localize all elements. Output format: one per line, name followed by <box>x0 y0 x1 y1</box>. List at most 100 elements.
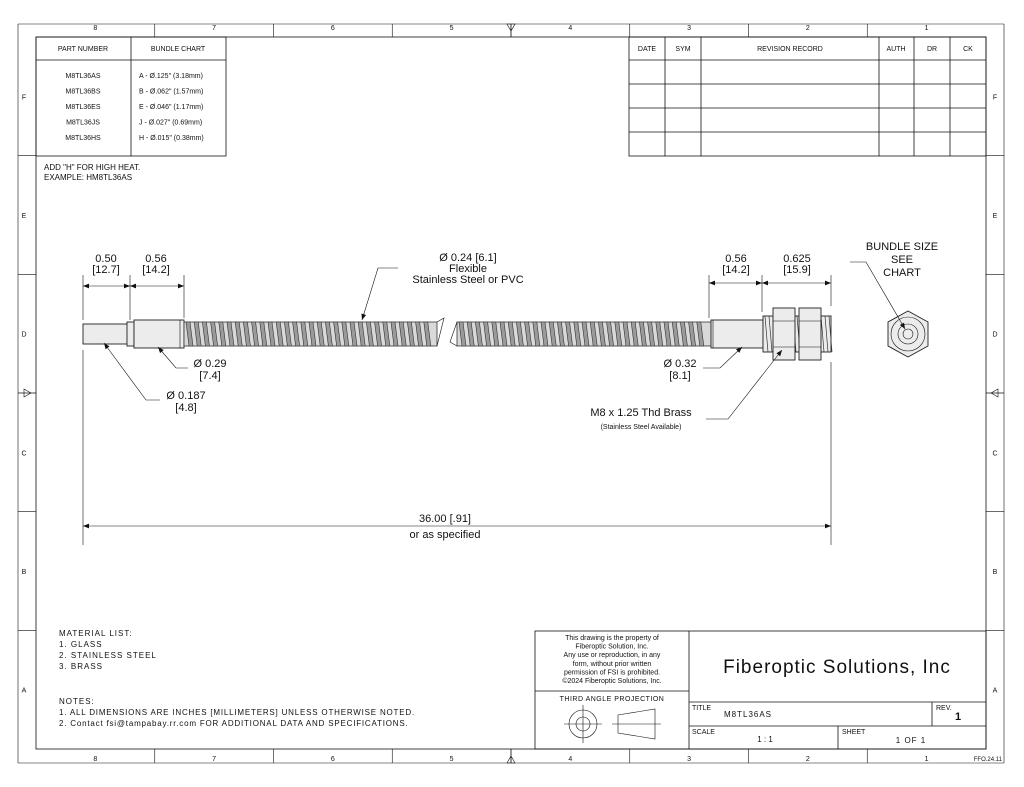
tip-collar <box>126 321 135 347</box>
property-notice-line: permission of FSI is prohibited. <box>564 669 660 676</box>
dim-tip-inch: 0.50 <box>95 253 116 265</box>
bundle-table-header-chart: BUNDLE CHART <box>151 46 206 53</box>
bundle-size-label-2: SEE <box>891 254 913 266</box>
material-item: 3. BRASS <box>59 662 103 671</box>
zone-row-label: D <box>992 332 997 339</box>
bundle-table-header-part: PART NUMBER <box>58 46 108 53</box>
company-name: Fiberoptic Solutions, Inc <box>723 657 951 678</box>
form-code: FFO.24.11 <box>974 757 1003 763</box>
zone-column-label: 8 <box>93 756 97 763</box>
property-notice-line: form, without prior written <box>573 661 652 668</box>
third-angle-projection-symbol <box>564 705 661 743</box>
bundle-end <box>902 328 914 340</box>
glass-tip <box>82 323 131 345</box>
bundle-size-label-1: BUNDLE SIZE <box>866 241 938 253</box>
thread-spec: M8 x 1.25 Thd Brass <box>590 407 692 419</box>
dim-overall-note: or as specified <box>410 529 481 541</box>
material-item: 1. GLASS <box>59 640 103 649</box>
zone-row-label: F <box>993 94 997 101</box>
bundle-size: J - Ø.027" (0.69mm) <box>139 120 202 127</box>
title-block: This drawing is the property of Fiberopti… <box>534 630 987 750</box>
zone-column-label: 3 <box>687 25 691 32</box>
dim-nut-inch: 0.625 <box>783 253 811 265</box>
dimensions: 0.50 [12.7] 0.56 [14.2] Ø 0.24 [6.1] Fle… <box>82 241 938 545</box>
dim-tip-dia-inch: Ø 0.187 <box>166 390 205 402</box>
title-label: TITLE <box>692 705 711 712</box>
zone-row-label: E <box>22 213 27 220</box>
property-notice-line: ©2024 Fiberoptic Solutions, Inc. <box>562 677 661 685</box>
zone-column-label: 4 <box>568 756 572 763</box>
zone-row-label: C <box>21 450 26 457</box>
bundle-part-number: M8TL36ES <box>65 104 100 111</box>
scale-value: 1 : 1 <box>757 735 773 744</box>
zone-row-label: C <box>992 450 997 457</box>
high-heat-note-2: EXAMPLE: HM8TL36AS <box>44 173 132 182</box>
property-notice-line: Fiberoptic Solution, Inc. <box>575 644 648 651</box>
rev-header-ck: CK <box>963 46 973 53</box>
thread-spec-note: (Stainless Steel Available) <box>601 424 682 431</box>
dim-nut-mm: [15.9] <box>783 264 811 276</box>
dim-tip-mm: [12.7] <box>92 264 120 276</box>
rev-header-sym: SYM <box>675 46 690 53</box>
bundle-size: A - Ø.125" (3.18mm) <box>139 73 203 80</box>
material-title: MATERIAL LIST: <box>59 629 133 638</box>
zone-column-label: 6 <box>331 756 335 763</box>
bundle-size: H - Ø.015" (0.38mm) <box>139 135 204 142</box>
rev-value: 1 <box>955 711 961 723</box>
zone-row-label: B <box>993 569 998 576</box>
dim-left-ferrule-mm: [14.2] <box>142 264 170 276</box>
bundle-size: E - Ø.046" (1.17mm) <box>139 104 203 111</box>
assembly-drawing <box>82 307 929 361</box>
dim-ferrule-dia-mm: [7.4] <box>199 370 220 382</box>
left-ferrule <box>133 319 185 349</box>
dim-hose-dia: Ø 0.24 [6.1] <box>439 252 496 264</box>
scale-label: SCALE <box>692 729 715 736</box>
dim-right-ferrule-mm: [14.2] <box>722 264 750 276</box>
note-item: 2. Contact fsi@tampabay.rr.com FOR ADDIT… <box>59 719 409 728</box>
bundle-part-number: M8TL36HS <box>65 135 101 142</box>
hose-coil-pattern <box>185 321 705 347</box>
dim-thread-dia-inch: Ø 0.32 <box>663 358 696 370</box>
drawing-title: M8TL36AS <box>724 710 772 719</box>
zone-column-label: 8 <box>93 25 97 32</box>
zone-column-label: 3 <box>687 756 691 763</box>
property-notice-line: This drawing is the property of <box>565 635 659 642</box>
zone-column-label: 2 <box>806 25 810 32</box>
zone-column-label: 7 <box>212 25 216 32</box>
dim-overall-length: 36.00 [.91] <box>419 513 471 525</box>
zone-row-label: A <box>993 688 998 695</box>
material-item: 2. STAINLESS STEEL <box>59 651 157 660</box>
bundle-chart-table: PART NUMBER BUNDLE CHART M8TL36AS A - Ø.1… <box>35 36 227 157</box>
dim-thread-dia-mm: [8.1] <box>669 370 690 382</box>
bundle-part-number: M8TL36BS <box>65 89 100 96</box>
dim-right-ferrule-inch: 0.56 <box>725 253 746 265</box>
zone-column-label: 4 <box>568 25 572 32</box>
right-ferrule <box>710 319 764 349</box>
zone-column-label: 6 <box>331 25 335 32</box>
zone-row-label: E <box>993 213 998 220</box>
dim-hose-type: Flexible <box>449 263 487 275</box>
zone-row-label: B <box>22 569 27 576</box>
hex-nut-1 <box>772 307 796 361</box>
rev-header-auth: AUTH <box>886 46 905 53</box>
rev-label: REV. <box>936 705 952 712</box>
bundle-part-number: M8TL36AS <box>65 73 100 80</box>
zone-column-label: 2 <box>806 756 810 763</box>
notes: NOTES: 1. ALL DIMENSIONS ARE INCHES [MIL… <box>59 697 414 728</box>
property-notice-line: Any use or reproduction, in any <box>564 652 661 659</box>
hex-nut-2 <box>798 307 822 361</box>
sheet-value: 1 OF 1 <box>896 736 926 745</box>
zone-row-label: D <box>21 332 26 339</box>
rev-header-record: REVISION RECORD <box>757 46 823 53</box>
sheet-label: SHEET <box>842 729 866 736</box>
zone-row-label: A <box>22 688 27 695</box>
dim-hose-material: Stainless Steel or PVC <box>412 274 523 286</box>
projection-label: THIRD ANGLE PROJECTION <box>560 696 665 703</box>
bundle-part-number: M8TL36JS <box>66 120 100 127</box>
rev-header-dr: DR <box>927 46 937 53</box>
bundle-size: B - Ø.062" (1.57mm) <box>139 89 203 96</box>
zone-column-label: 7 <box>212 756 216 763</box>
material-list: MATERIAL LIST: 1. GLASS 2. STAINLESS STE… <box>59 629 157 671</box>
